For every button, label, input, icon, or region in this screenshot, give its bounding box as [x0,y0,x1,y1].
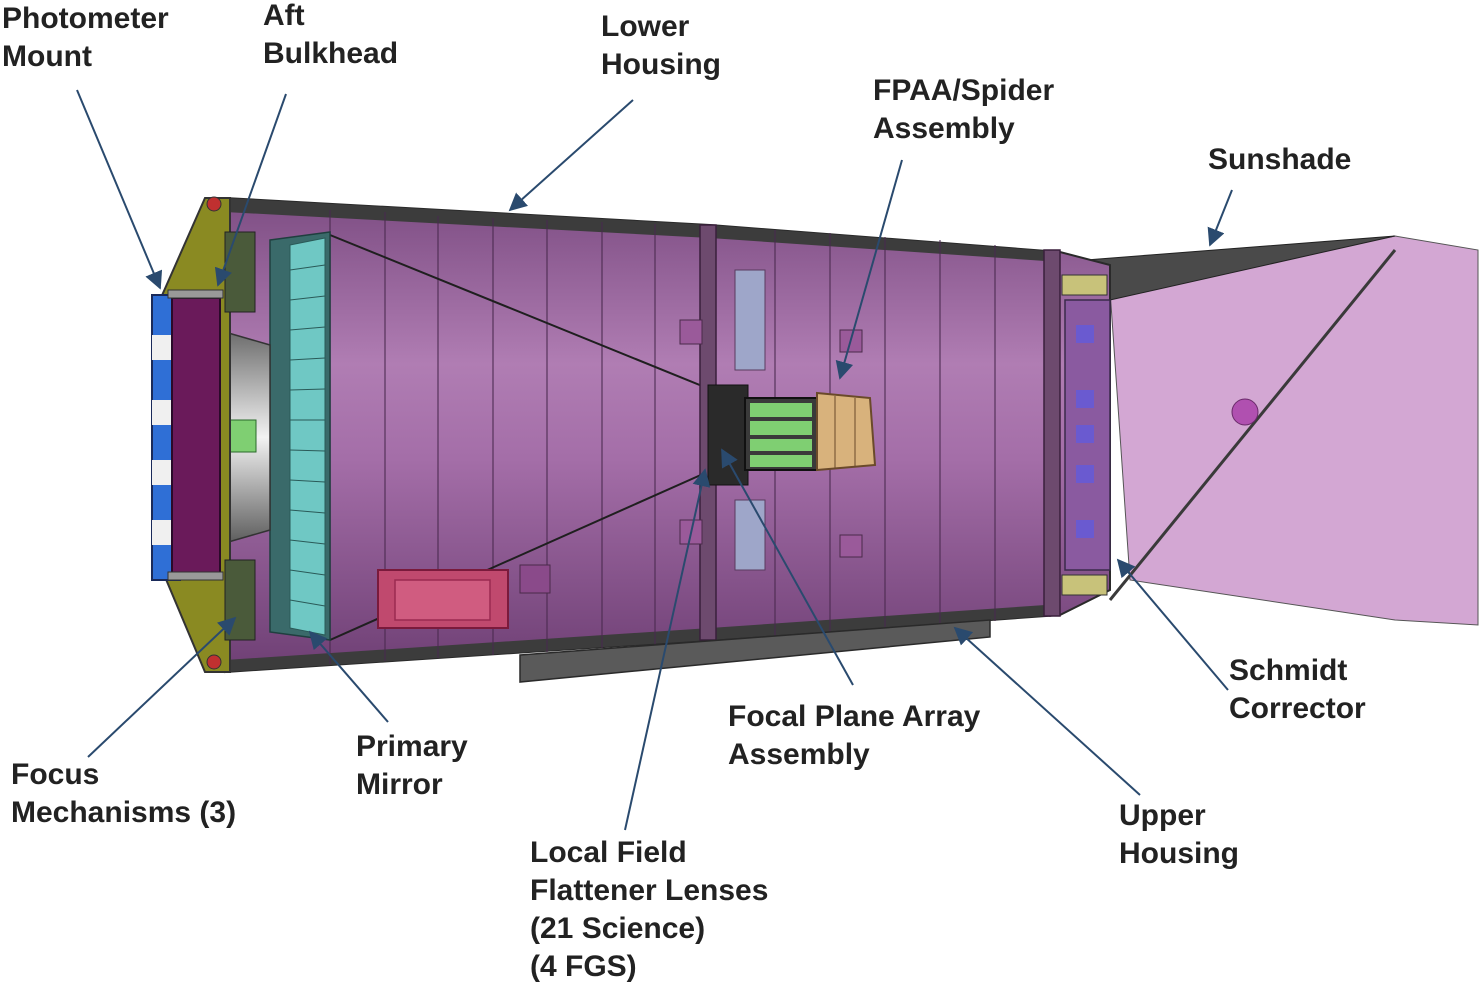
label-primary-mirror: Primary Mirror [356,730,468,801]
label-focal-plane-array: Focal Plane Array Assembly [728,700,981,771]
leader-sunshade [1207,189,1233,247]
leader-aft-bulkhead [214,93,287,287]
photometer-mount [151,289,224,581]
label-schmidt-corrector: Schmidt Corrector [1229,654,1366,725]
leader-lines [76,89,1233,831]
upper-housing-details [1061,274,1259,596]
leader-fpaa-spider [835,159,903,380]
primary-mirror [269,231,331,641]
sunshade-cone [1109,235,1479,626]
focal-plane-array [707,384,877,486]
label-sunshade: Sunshade [1208,143,1352,176]
housing-tube [224,196,1111,674]
leader-upper-housing [953,626,1141,796]
leader-focus-mechanisms [87,616,237,758]
label-local-field-flattener: Local Field Flattener Lenses (21 Science… [530,836,769,983]
label-focus-mechanisms: Focus Mechanisms (3) [11,758,237,829]
label-fpaa-spider: FPAA/Spider Assembly [873,74,1055,145]
leader-primary-mirror [308,630,389,723]
leader-photometer-mount [76,89,163,290]
label-aft-bulkhead: Aft Bulkhead [263,0,399,70]
leader-focal-plane-array [721,448,854,686]
label-lower-housing: Lower Housing [601,10,721,81]
leader-local-field-flattener [624,468,711,831]
label-upper-housing: Upper Housing [1119,799,1239,870]
label-photometer-mount: Photometer Mount [2,2,169,73]
leader-lower-housing [508,99,634,212]
leader-schmidt-corrector [1116,558,1229,691]
